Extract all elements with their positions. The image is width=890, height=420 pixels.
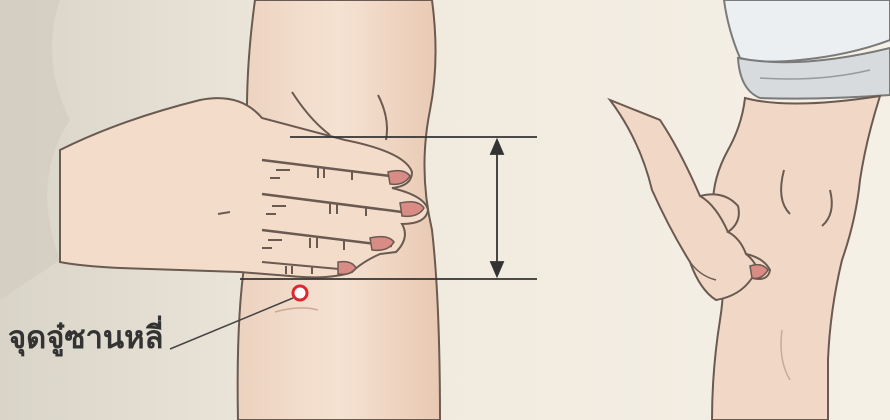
acupoint-label: จุดจู๋ซานหลี่: [8, 318, 164, 358]
red-circle-icon: [293, 286, 307, 300]
